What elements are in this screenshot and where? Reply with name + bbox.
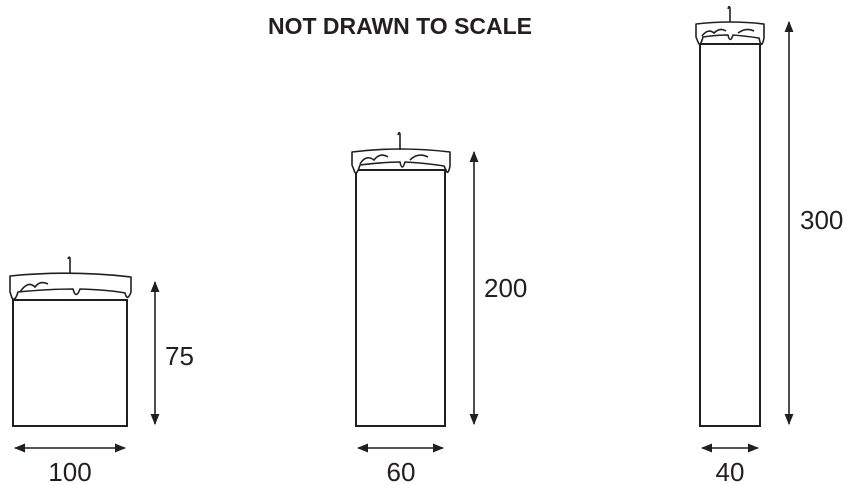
candle-3-wax-drip [701, 28, 755, 37]
candle-2-wax-drip [359, 154, 429, 165]
candle-2-height-label: 200 [484, 273, 527, 303]
candle-1-wax-drip [19, 281, 49, 293]
candle-2-wick [397, 131, 401, 150]
candle-2-width-label: 60 [387, 457, 416, 485]
candle-3-height-label: 300 [800, 205, 843, 235]
candle-1: 75 100 [9, 256, 194, 485]
candle-1-height-label: 75 [165, 341, 194, 371]
candle-3: 300 40 [695, 5, 843, 485]
candle-2: 200 60 [351, 131, 527, 485]
candle-3-wick [727, 5, 731, 22]
candle-1-wax-top [9, 272, 132, 300]
candle-3-wax-top [695, 21, 765, 46]
candle-2-body [355, 169, 446, 427]
candle-1-wick [67, 256, 71, 274]
candle-2-wax-top [351, 148, 451, 174]
diagram-title: NOT DRAWN TO SCALE [268, 13, 532, 39]
candle-3-width-label: 40 [716, 457, 745, 485]
candle-3-body [699, 43, 761, 427]
candle-1-body [12, 299, 128, 427]
candle-1-width-label: 100 [48, 457, 91, 485]
